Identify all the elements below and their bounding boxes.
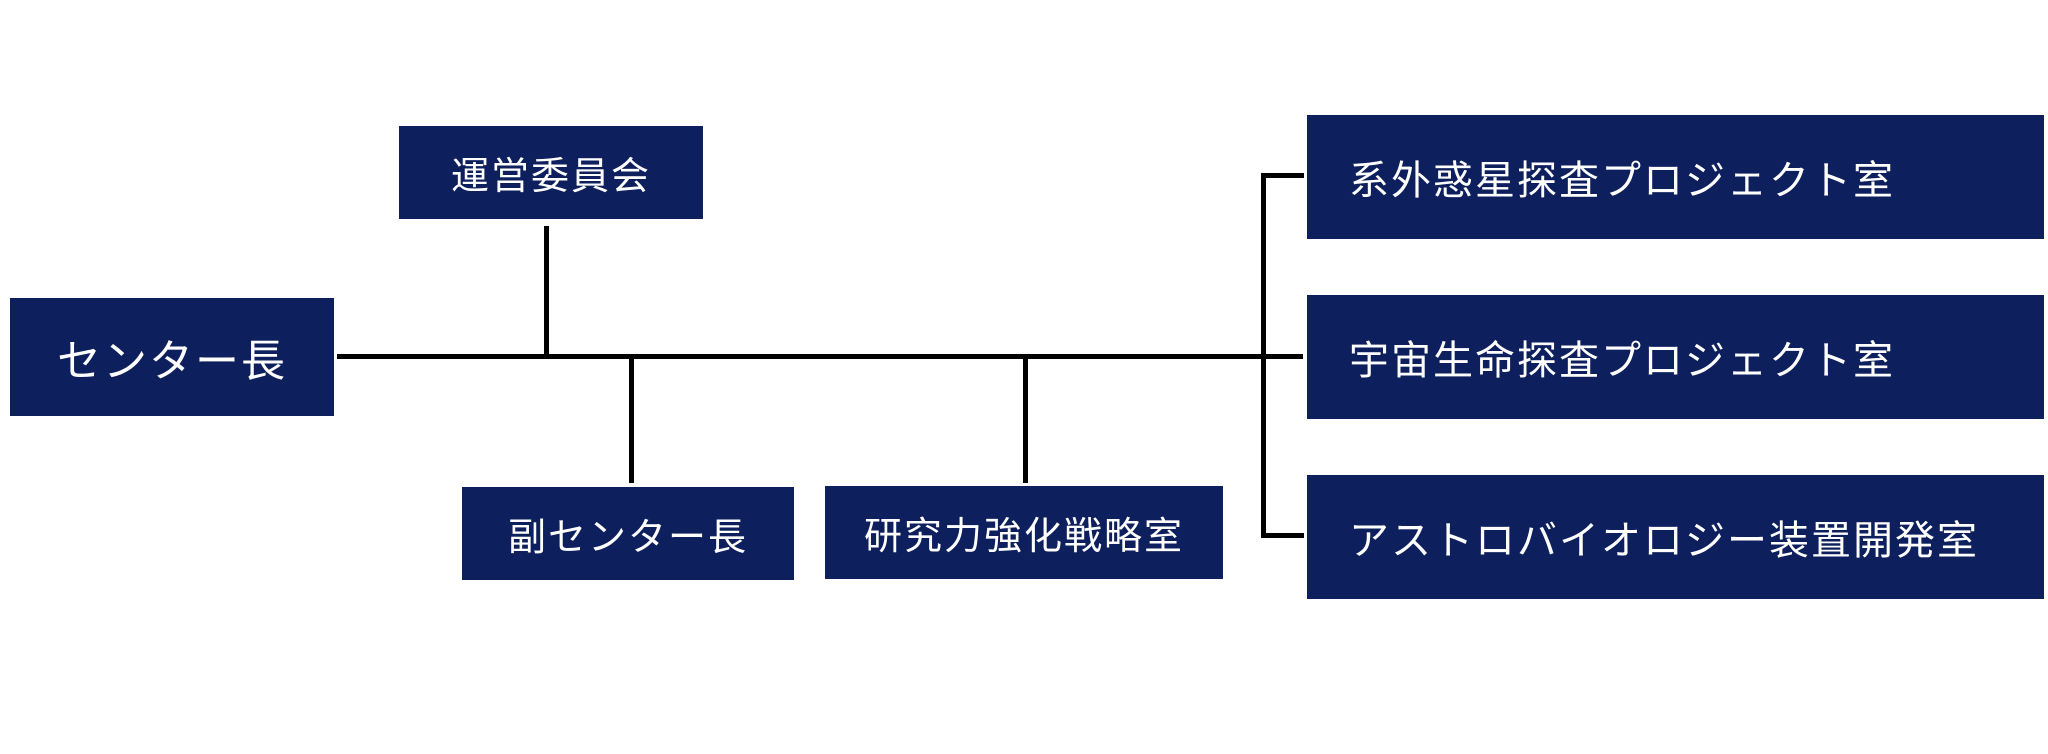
steering-committee-box: 運営委員会 [399,126,703,219]
research-strategy-office-box: 研究力強化戦略室 [825,486,1223,579]
main-horizontal-connector [337,354,1303,359]
right-vertical-connector [1261,173,1266,538]
exoplanet-project-office-box: 系外惑星探査プロジェクト室 [1307,115,2044,239]
director-box: センター長 [10,298,334,416]
steering-committee-connector [544,226,549,356]
exoplanet-project-office-label: 系外惑星探査プロジェクト室 [1349,158,1895,204]
steering-committee-label: 運営委員会 [450,154,651,198]
research-strategy-office-label: 研究力強化戦略室 [863,514,1184,558]
exoplanet-branch-connector [1261,173,1304,178]
deputy-director-label: 副センター長 [507,515,748,559]
astrobiology-branch-connector [1261,533,1304,538]
deputy-director-connector [629,356,634,483]
space-life-project-office-label: 宇宙生命探査プロジェクト室 [1349,338,1895,384]
space-life-project-office-box: 宇宙生命探査プロジェクト室 [1307,295,2044,419]
director-label: センター長 [57,336,287,387]
astrobiology-instrument-office-label: アストロバイオロジー装置開発室 [1349,518,1979,564]
deputy-director-box: 副センター長 [462,487,794,580]
research-strategy-connector [1023,356,1028,483]
astrobiology-instrument-office-box: アストロバイオロジー装置開発室 [1307,475,2044,599]
